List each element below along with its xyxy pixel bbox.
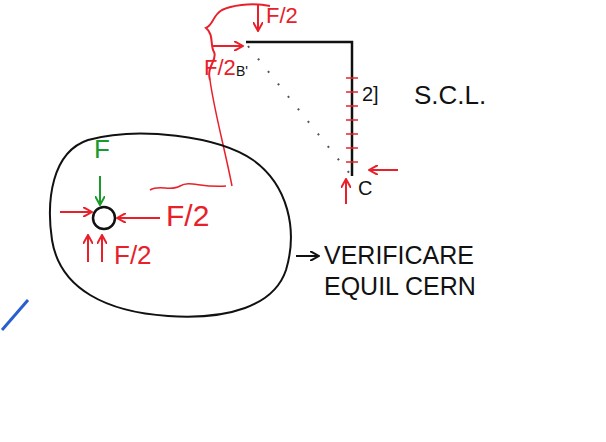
- leader-line: [210, 80, 232, 186]
- force-arrow: [257, 4, 259, 30]
- frame-beam: [246, 42, 352, 176]
- force-arrow: [87, 236, 89, 262]
- force-arrow: [345, 180, 347, 204]
- force-arrow: [99, 176, 101, 204]
- dotted-line: [248, 46, 350, 174]
- hinge-symbol: [93, 207, 115, 229]
- sketch-label: F/2: [266, 4, 298, 27]
- force-arrow: [60, 211, 91, 213]
- pointer-arrow: [296, 255, 318, 257]
- force-arrow: [101, 236, 103, 262]
- force-arrow: [212, 45, 242, 47]
- sketch-label: S.C.L.: [414, 82, 486, 109]
- force-label: F: [94, 136, 110, 163]
- sketch-label: B': [236, 64, 248, 79]
- force-arrow: [118, 217, 160, 219]
- sketch-label: VERIFICARE EQUIL CERN: [324, 240, 494, 303]
- force-label: F/2: [166, 200, 209, 232]
- sketch-label: 2]: [362, 84, 379, 105]
- force-label: F/2: [114, 242, 152, 269]
- squiggle: [150, 184, 226, 190]
- hatch: [346, 78, 358, 162]
- sketch-label: C: [358, 178, 372, 199]
- free-body-region: FF/2F/2: [48, 130, 298, 320]
- force-arrow: [370, 169, 398, 171]
- pen-stroke: [2, 300, 28, 330]
- sketch-label: F/2: [204, 56, 236, 79]
